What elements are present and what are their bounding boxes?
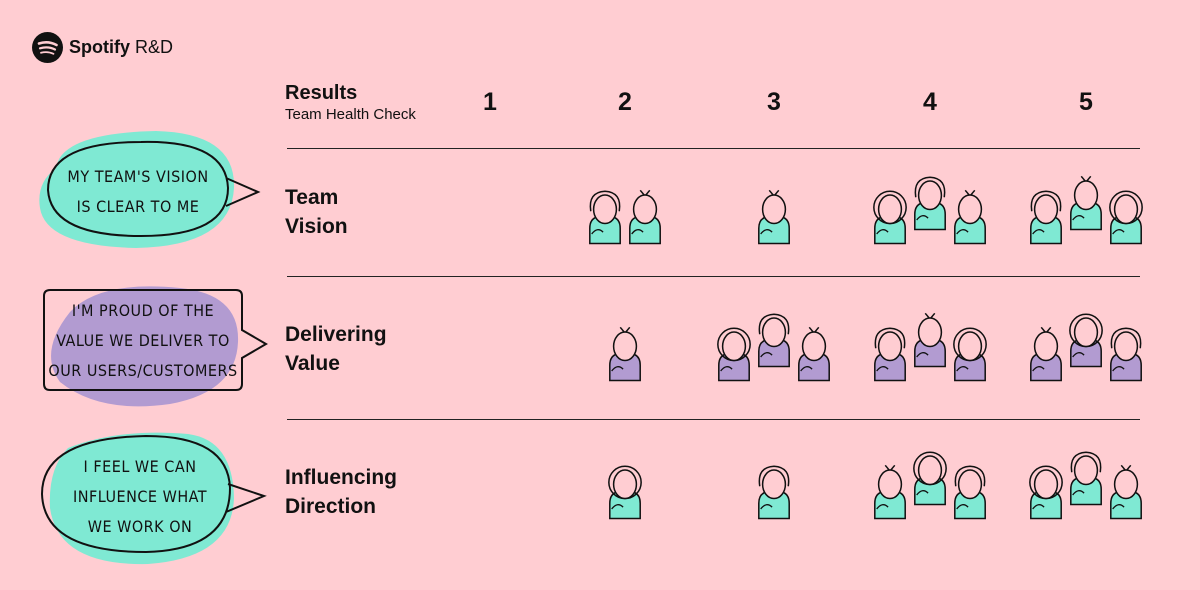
person-icon (1030, 326, 1062, 382)
statement-bubble-team-vision: My team's vision is clear to me (36, 128, 266, 250)
person-icon (954, 465, 986, 520)
brand-name: Spotify R&D (69, 37, 174, 57)
person-icon (1070, 451, 1102, 506)
person-icon (589, 190, 621, 245)
person-icon (1029, 465, 1063, 520)
row-divider (287, 148, 1140, 149)
person-icon (913, 451, 947, 506)
statement-line: is clear to me (76, 197, 200, 216)
person-icon (953, 327, 987, 382)
scale-label-4: 4 (923, 88, 937, 116)
speech-bubble-icon (43, 286, 268, 407)
brand-logo: Spotify R&D (32, 32, 173, 63)
statement-line: I feel we can (83, 457, 197, 476)
person-icon (798, 326, 830, 382)
person-icon (1109, 190, 1143, 245)
statement-line: our users/customers (48, 361, 238, 380)
scale-label-5: 5 (1079, 88, 1093, 116)
statement-line: I'm proud of the (71, 301, 215, 320)
row-divider (287, 276, 1140, 277)
statement-line: My team's vision (67, 167, 209, 186)
person-icon (914, 176, 946, 231)
statement-line: value we deliver to (56, 331, 230, 350)
person-icon (874, 327, 906, 382)
person-icon (1069, 313, 1103, 368)
person-icon (954, 189, 986, 245)
person-icon (717, 327, 751, 382)
row-divider (287, 419, 1140, 420)
results-title: Results (285, 82, 358, 104)
person-icon (758, 313, 790, 368)
person-icon (1030, 190, 1062, 245)
scale-label-1: 1 (483, 88, 497, 116)
person-icon (758, 465, 790, 520)
person-icon (1110, 464, 1142, 520)
spotify-logo-icon (32, 32, 63, 63)
speech-bubble-icon (39, 131, 261, 248)
person-icon (873, 190, 907, 245)
person-icon (608, 465, 642, 520)
results-subtitle: Team Health Check (285, 106, 416, 123)
statement-bubble-influencing-direction: I feel we can influence what we work on (38, 428, 270, 570)
scale-label-2: 2 (618, 88, 632, 116)
person-icon (758, 189, 790, 245)
person-icon (914, 312, 946, 368)
person-icon (874, 464, 906, 520)
person-icon (1110, 327, 1142, 382)
speech-bubble-icon (40, 432, 267, 565)
scale-label-3: 3 (767, 88, 781, 116)
person-icon (1070, 175, 1102, 231)
person-icon (609, 326, 641, 382)
person-icon (629, 189, 661, 245)
statement-line: we work on (87, 517, 193, 536)
statement-line: influence what (72, 487, 208, 506)
statement-bubble-delivering-value: I'm proud of the value we deliver to our… (40, 282, 272, 410)
